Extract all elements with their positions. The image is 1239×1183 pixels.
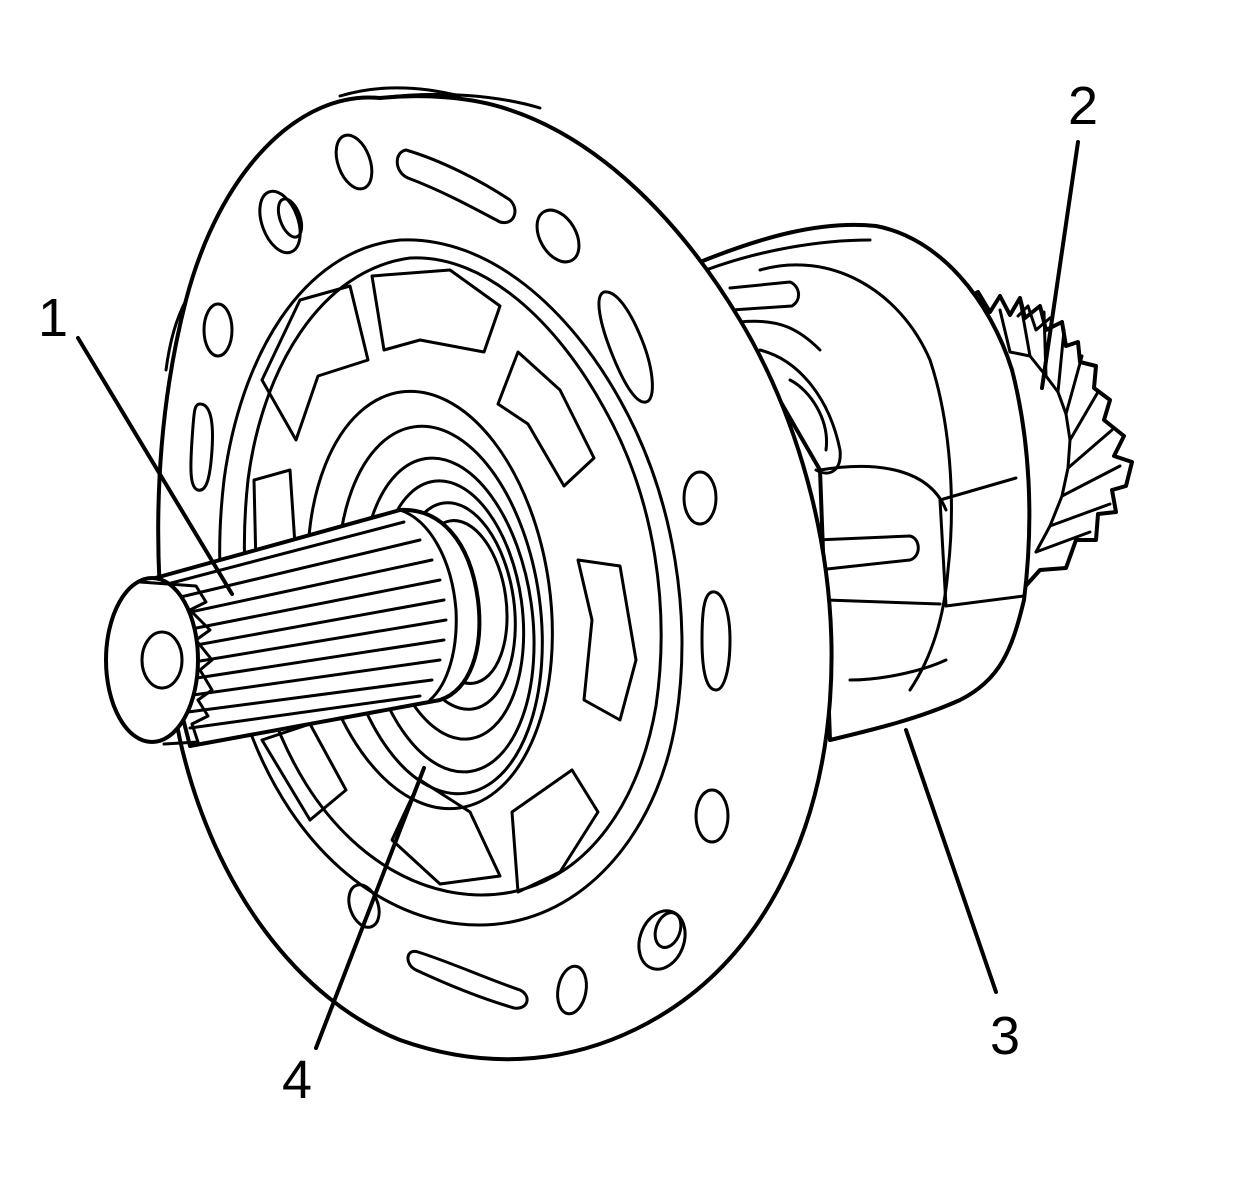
leader-line-4: [314, 766, 426, 1050]
leader-line-3: [904, 728, 998, 994]
leader-lines: [76, 140, 1080, 1050]
callout-1: 1: [38, 288, 68, 348]
callout-4: 4: [282, 1050, 312, 1110]
leader-line-2: [1040, 140, 1080, 390]
flange-holes: [189, 133, 732, 1016]
callout-3: 3: [990, 1006, 1020, 1066]
input-shaft: [104, 507, 482, 748]
leader-line-1: [76, 336, 234, 596]
face-ribs: [252, 268, 638, 894]
callout-2: 2: [1068, 76, 1098, 136]
pump-body: [698, 222, 1032, 742]
